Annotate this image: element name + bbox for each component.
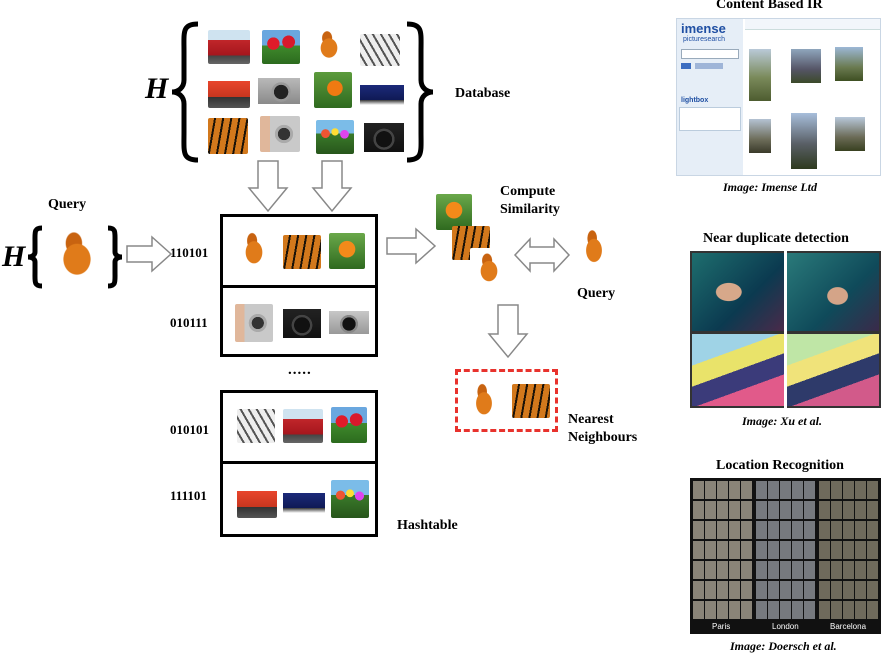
nearest-label: Nearest xyxy=(568,412,614,427)
db-image-orange-car xyxy=(208,72,250,108)
imense-lightbox: lightbox xyxy=(681,97,709,104)
db-image-silver-camera xyxy=(258,70,300,110)
db-image-hand-camera xyxy=(260,116,300,152)
similarity-label: Similarity xyxy=(500,202,560,217)
db-down-arrow-left xyxy=(247,160,289,213)
database-label: Database xyxy=(455,86,511,101)
ndd-title: Near duplicate detection xyxy=(703,231,849,246)
cbir-title: Content Based IR xyxy=(716,0,823,12)
db-image-red-car xyxy=(208,30,250,64)
db-image-tiger xyxy=(310,26,348,66)
query-image-tiger-right xyxy=(576,224,612,272)
loc-grid-barcelona xyxy=(819,481,879,619)
hash-bucket-4 xyxy=(220,461,378,537)
imense-result-6 xyxy=(835,117,865,151)
cbir-caption: Image: Imense Ltd xyxy=(723,180,817,194)
imense-option-button xyxy=(695,63,723,69)
query-hash-symbol: H xyxy=(2,240,26,273)
bucket2-image-hand-camera xyxy=(235,304,273,342)
loc-title: Location Recognition xyxy=(716,458,844,473)
query-label-left: Query xyxy=(48,197,87,212)
nn-image-tiger-face xyxy=(512,384,550,418)
hash-code-2: 010111 xyxy=(170,315,208,330)
loc-caption: Image: Doersch et al. xyxy=(730,639,837,653)
bucket2-image-black-camera xyxy=(283,302,321,342)
bucket2-image-silver-camera xyxy=(329,302,369,342)
query-label-right: Query xyxy=(577,286,616,301)
query-to-hash-arrow xyxy=(126,235,173,273)
similarity-double-arrow xyxy=(513,237,571,273)
candidate-image-tiger xyxy=(470,248,508,290)
db-image-orange-flower xyxy=(314,72,352,108)
imense-lightbox-panel xyxy=(679,107,741,131)
query-left-brace xyxy=(27,225,43,289)
bucket3-image-tulips xyxy=(331,407,367,443)
bucket1-image-tiger xyxy=(235,227,273,273)
hashtable-label: Hashtable xyxy=(397,518,458,533)
query-image-tiger xyxy=(46,224,108,288)
database-hash-symbol: H xyxy=(145,72,169,105)
bucket-to-similarity-arrow xyxy=(386,227,437,265)
imense-search-box xyxy=(681,49,739,59)
bucket1-image-tiger-face xyxy=(283,235,321,269)
loc-city-london: London xyxy=(772,622,799,631)
ndd-divider xyxy=(784,251,787,408)
hashtable-ellipsis: ..... xyxy=(288,362,312,378)
imense-topbar xyxy=(745,19,880,30)
cbir-screenshot: imense picturesearch lightbox xyxy=(676,18,881,176)
bucket4-image-flowers xyxy=(331,480,369,518)
ndd-frame-3 xyxy=(692,334,784,406)
bucket3-image-white-tiger xyxy=(237,409,275,443)
imense-sidebar xyxy=(677,19,743,175)
hash-bucket-3 xyxy=(220,390,378,464)
db-image-tulips xyxy=(262,30,300,64)
ndd-frame-1 xyxy=(692,253,784,331)
imense-search-button xyxy=(681,63,691,69)
nn-image-tiger xyxy=(466,378,502,424)
hash-bucket-1 xyxy=(220,214,378,288)
db-down-arrow-right xyxy=(311,160,353,213)
imense-result-2 xyxy=(791,49,821,83)
compute-label: Compute xyxy=(500,184,556,199)
hash-code-3: 010101 xyxy=(170,422,209,437)
ndd-frame-2 xyxy=(787,253,879,331)
db-image-flowers xyxy=(316,120,354,154)
bucket4-image-blue-car xyxy=(283,482,325,518)
bucket4-image-orange-car xyxy=(237,482,277,518)
imense-result-3 xyxy=(835,47,863,81)
similarity-down-arrow xyxy=(487,304,529,359)
bucket1-image-flower xyxy=(329,233,365,269)
loc-city-barcelona: Barcelona xyxy=(830,622,867,631)
imense-result-5 xyxy=(791,113,817,169)
imense-logo-top: imense xyxy=(681,21,726,36)
ndd-caption: Image: Xu et al. xyxy=(742,414,822,428)
neighbours-label: Neighbours xyxy=(568,430,638,445)
query-right-brace xyxy=(107,225,123,289)
loc-city-paris: Paris xyxy=(712,622,731,631)
hash-bucket-2 xyxy=(220,285,378,357)
candidate-image-flower xyxy=(436,194,472,230)
database-right-brace xyxy=(406,21,434,163)
imense-result-1 xyxy=(749,49,771,101)
loc-screenshot: Paris London Barcelona xyxy=(690,478,881,634)
imense-logo-bottom: picturesearch xyxy=(683,36,726,43)
ndd-screenshot xyxy=(690,251,881,408)
loc-grid-paris xyxy=(693,481,753,619)
bucket3-image-red-car xyxy=(283,409,323,443)
nearest-neighbours-box xyxy=(455,369,558,432)
imense-result-4 xyxy=(749,119,771,153)
loc-grid-london xyxy=(756,481,816,619)
ndd-frame-4 xyxy=(787,334,879,406)
database-left-brace xyxy=(171,21,199,163)
db-image-black-camera xyxy=(364,116,404,156)
hash-code-1: 110101 xyxy=(170,245,209,260)
db-image-tiger-face xyxy=(208,118,248,154)
db-image-white-tiger xyxy=(360,34,400,66)
db-image-blue-car xyxy=(360,74,404,110)
hash-code-4: 111101 xyxy=(170,488,207,503)
